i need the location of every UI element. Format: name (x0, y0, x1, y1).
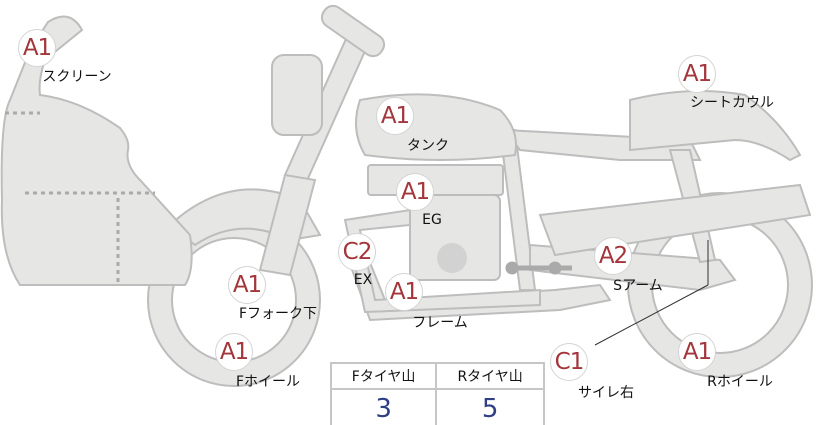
tire-tread-table: Fタイヤ山 Rタイヤ山 3 5 (329, 362, 545, 425)
screen-shape (0, 15, 193, 286)
seatcowl-label: シートカウル (690, 95, 774, 111)
seat-cowl-shape (629, 90, 802, 162)
seatcowl-grade-badge: A1 (678, 55, 716, 93)
screen-label: スクリーン (42, 69, 112, 85)
eg-grade-badge: A1 (396, 173, 434, 211)
ex-label: EX (353, 272, 373, 288)
rwheel-grade-badge: A1 (678, 333, 716, 371)
rear-tire-header: Rタイヤ山 (435, 362, 545, 390)
fwheel-grade-badge: A1 (215, 333, 253, 371)
exhaust-shape (343, 208, 541, 314)
engine-shape (367, 164, 504, 196)
muffler-leader-line (594, 284, 709, 346)
rwheel-label: Rホイール (707, 374, 773, 390)
front-tire-value: 3 (329, 388, 438, 425)
fwheel-label: Fホイール (235, 374, 301, 390)
frame-label: フレーム (412, 315, 468, 331)
sarm-grade-badge: A2 (594, 237, 632, 275)
tank-label: タンク (407, 138, 449, 154)
front-tire-header: Fタイヤ山 (329, 362, 438, 390)
muffler-grade-badge: C1 (550, 343, 588, 381)
frame-grade-badge: A1 (385, 273, 423, 311)
eg-label: EG (422, 212, 442, 228)
tank-grade-badge: A1 (376, 97, 414, 135)
sarm-label: Sアーム (613, 278, 663, 294)
rear-tire-value: 5 (435, 388, 545, 425)
ffork-label: Fフォーク下 (238, 306, 318, 322)
ffork-grade-badge: A1 (228, 266, 266, 304)
ex-grade-badge: C2 (338, 233, 376, 271)
muffler-label: サイレ右 (578, 385, 634, 401)
screen-grade-badge: A1 (18, 29, 56, 67)
